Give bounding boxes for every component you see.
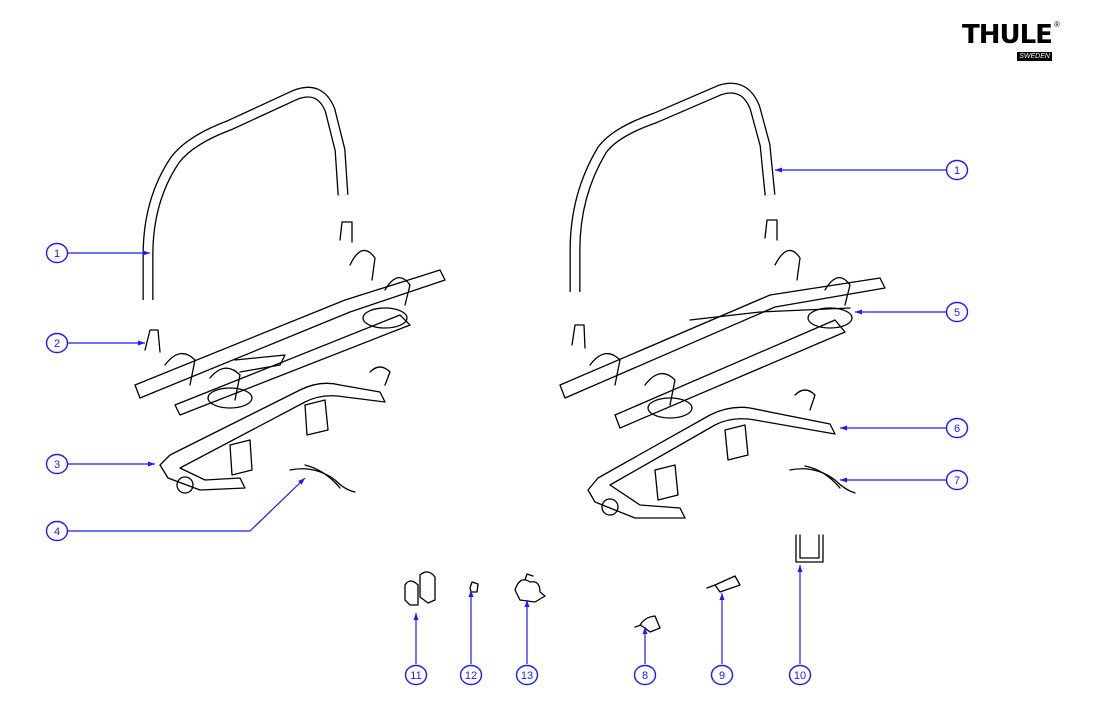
callout-circle bbox=[945, 469, 969, 491]
callout-1: 1 bbox=[775, 159, 969, 181]
arrowhead-icon bbox=[413, 613, 419, 620]
right-frame-arch bbox=[569, 82, 776, 292]
part-13-wheel-holder bbox=[514, 573, 546, 603]
callout-number: 7 bbox=[954, 475, 960, 487]
callout-number: 8 bbox=[642, 670, 648, 682]
callout-1: 1 bbox=[45, 242, 150, 264]
callout-5: 5 bbox=[855, 301, 969, 323]
callout-circle bbox=[515, 664, 539, 686]
callout-3: 3 bbox=[45, 453, 155, 475]
callout-number: 12 bbox=[465, 670, 477, 682]
callout-6: 6 bbox=[840, 417, 969, 439]
callout-8: 8 bbox=[633, 627, 657, 686]
thule-logo: THULE SWEDEN ® bbox=[962, 20, 1060, 61]
callout-number: 1 bbox=[54, 248, 60, 260]
arrowhead-icon bbox=[840, 425, 847, 431]
callout-12: 12 bbox=[459, 590, 483, 686]
part-10-u-bolt bbox=[795, 534, 824, 563]
callout-number: 4 bbox=[54, 526, 60, 538]
callout-circle bbox=[710, 664, 734, 686]
callout-circle bbox=[945, 301, 969, 323]
part-8-bracket bbox=[634, 615, 661, 633]
callout-circle bbox=[45, 242, 69, 264]
arrowhead-icon bbox=[797, 565, 803, 572]
leader-line bbox=[68, 477, 306, 532]
arrowhead-icon bbox=[298, 478, 305, 485]
callout-circle bbox=[788, 664, 812, 686]
callout-7: 7 bbox=[840, 469, 969, 491]
callout-circle bbox=[459, 664, 483, 686]
callout-number: 13 bbox=[521, 670, 533, 682]
arrowhead-icon bbox=[855, 309, 862, 315]
callout-circle bbox=[45, 332, 69, 354]
left-strap bbox=[289, 464, 356, 493]
callout-number: 6 bbox=[954, 423, 960, 435]
arrowhead-icon bbox=[143, 250, 150, 256]
callout-circle bbox=[945, 417, 969, 439]
left-bike-tray-assembly bbox=[134, 221, 446, 416]
logo-wordmark: THULE bbox=[962, 20, 1053, 50]
part-11-clamps bbox=[404, 571, 436, 606]
callout-circle bbox=[45, 520, 69, 542]
arrowhead-icon bbox=[138, 340, 145, 346]
arrowhead-icon bbox=[775, 167, 782, 173]
callout-number: 10 bbox=[794, 670, 806, 682]
part-9-bracket bbox=[706, 575, 741, 593]
right-base-frame bbox=[587, 389, 836, 519]
registered-mark: ® bbox=[1053, 20, 1060, 29]
callout-9: 9 bbox=[710, 593, 734, 686]
callout-circle bbox=[945, 159, 969, 181]
arrowhead-icon bbox=[524, 600, 530, 607]
callout-number: 9 bbox=[719, 670, 725, 682]
right-bike-tray-assembly bbox=[559, 219, 886, 429]
arrowhead-icon bbox=[719, 593, 725, 600]
callout-number: 2 bbox=[54, 338, 60, 350]
arrowhead-icon bbox=[840, 477, 847, 483]
callout-2: 2 bbox=[45, 332, 145, 354]
callout-4: 4 bbox=[45, 477, 306, 542]
left-base-frame bbox=[159, 366, 391, 494]
callout-circle bbox=[404, 664, 428, 686]
right-strap bbox=[789, 465, 856, 494]
logo-subtitle: SWEDEN bbox=[1017, 52, 1052, 61]
left-frame-arch bbox=[142, 86, 349, 300]
callout-circle bbox=[45, 453, 69, 475]
arrowhead-icon bbox=[148, 461, 155, 467]
callout-circle bbox=[633, 664, 657, 686]
callout-10: 10 bbox=[788, 565, 812, 686]
callout-number: 1 bbox=[954, 165, 960, 177]
callout-number: 5 bbox=[954, 307, 960, 319]
callout-number: 11 bbox=[410, 670, 421, 682]
callout-11: 11 bbox=[404, 613, 428, 686]
arrowhead-icon bbox=[468, 590, 474, 597]
arrowhead-icon bbox=[642, 627, 648, 634]
callout-number: 3 bbox=[54, 459, 60, 471]
callout-13: 13 bbox=[515, 600, 539, 686]
